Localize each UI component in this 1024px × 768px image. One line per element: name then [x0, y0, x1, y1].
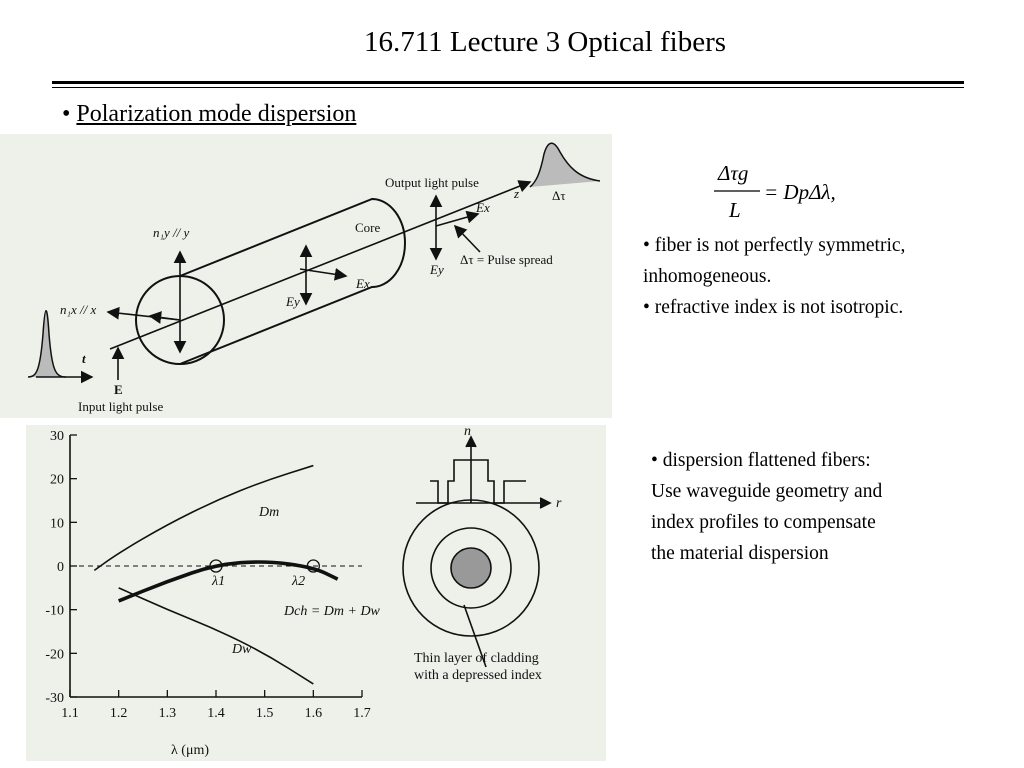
- pmd-formula: Δτg L = DpΔλ,: [712, 155, 882, 230]
- y-tick-label: 10: [50, 516, 64, 531]
- series-dm-curve: [93, 464, 314, 572]
- formula-numerator: Δτg: [717, 161, 748, 185]
- chart-series: [93, 464, 339, 685]
- pulse-spread-label: Δτ = Pulse spread: [460, 252, 553, 267]
- dff-bullet-line: index profiles to compensate: [651, 512, 876, 533]
- dtau-label: Δτ: [552, 188, 566, 203]
- dff-bullet-line: • dispersion flattened fibers:: [651, 450, 871, 471]
- pmd-fiber-svg: Output light pulse Core z Δτ Δτ = Pulse …: [27, 142, 601, 414]
- end-ey-label: Ey: [429, 262, 444, 277]
- core-disk: [450, 547, 492, 589]
- dch-label: Dch = Dm + Dw: [283, 604, 381, 619]
- lambda1-label: λ1: [211, 574, 225, 589]
- index-profile: [416, 435, 552, 509]
- heading-text: Polarization mode dispersion: [76, 101, 357, 127]
- n-axis-label: n: [464, 425, 471, 439]
- formula-denominator: L: [728, 198, 741, 222]
- formula-rhs: = DpΔλ,: [764, 180, 836, 204]
- chart-axes: 30 20 10 0 -10 -20 -301.1 1.2 1.3 1.4 1.5 1.6 1.7: [45, 429, 370, 721]
- x-tick-label: 1.5: [256, 706, 274, 721]
- z-label: z: [513, 186, 519, 201]
- index-profile-curve: [430, 459, 526, 504]
- n1y-label: n₁y // y: [153, 225, 190, 240]
- x-tick-label: 1.1: [61, 706, 79, 721]
- series-dch-curve: [117, 560, 339, 603]
- series-dw-curve: [118, 587, 314, 685]
- section-heading: • Polarization mode dispersion: [62, 101, 356, 128]
- slide-title: 16.711 Lecture 3 Optical fibers: [363, 26, 727, 58]
- dm-label: Dm: [258, 505, 279, 520]
- outer-cladding-ring: [402, 499, 540, 637]
- output-pulse-curve: [529, 142, 601, 188]
- dff-bullet-line: the material dispersion: [651, 543, 829, 564]
- n1x-label: n₁x // x: [60, 302, 97, 317]
- zero-crossing-marker: [209, 559, 223, 573]
- end-ex-arrow: [435, 210, 480, 227]
- dff-bullet-line: Use waveguide geometry and: [651, 481, 883, 502]
- fiber-body: [179, 197, 406, 365]
- fiber-cross-section: [402, 499, 540, 668]
- dispersion-chart-svg: 30 20 10 0 -10 -20 -301.1 1.2 1.3 1.4 1.5 1.6 1.7 Dm…: [45, 425, 562, 758]
- y-tick-label: 30: [50, 429, 64, 444]
- cladding-pointer: [463, 604, 487, 668]
- y-tick-label: -30: [45, 691, 64, 706]
- input-pulse-curve: [27, 310, 67, 378]
- y-tick-label: 0: [57, 560, 64, 575]
- dw-label: Dw: [231, 642, 252, 657]
- r-axis-head: [539, 497, 552, 509]
- title-rule-thin: [52, 87, 964, 88]
- face-x-arrow: [148, 311, 181, 324]
- pmd-bullet-line: • fiber is not perfectly symmetric,: [643, 235, 906, 256]
- cladding-caption-1: Thin layer of cladding: [414, 651, 539, 666]
- cladding-caption-2: with a depressed index: [414, 668, 542, 683]
- formula-svg: Δτg L = DpΔλ,: [714, 161, 836, 222]
- pulse-spread-leader: [453, 224, 481, 253]
- lambda2-label: λ2: [291, 574, 305, 589]
- input-pulse-label: Input light pulse: [78, 399, 163, 414]
- depressed-index-ring: [430, 527, 512, 609]
- y-tick-label: -20: [45, 647, 64, 662]
- x-tick-label: 1.3: [159, 706, 177, 721]
- r-axis-label: r: [556, 496, 562, 511]
- e-label: E: [114, 382, 123, 397]
- x-tick-label: 1.6: [305, 706, 323, 721]
- xlabel: λ (μm): [171, 743, 209, 758]
- pmd-bullet-line: • refractive index is not isotropic.: [643, 297, 904, 318]
- pmd-bullet-line: inhomogeneous.: [643, 266, 772, 287]
- x-tick-label: 1.4: [207, 706, 225, 721]
- end-ex-label: Ex: [475, 200, 490, 215]
- mid-ey-label: Ey: [285, 294, 300, 309]
- x-tick-label: 1.7: [353, 706, 371, 721]
- heading-bullet: •: [62, 101, 71, 127]
- y-tick-label: -10: [45, 604, 64, 619]
- output-pulse-label: Output light pulse: [385, 175, 479, 190]
- zero-crossing-marker: [306, 559, 320, 573]
- pmd-fiber-figure: Output light pulse Core z Δτ Δτ = Pulse …: [0, 134, 612, 418]
- core-label: Core: [355, 220, 381, 235]
- dff-bullets: • dispersion flattened fibers: Use waveg…: [651, 445, 1011, 569]
- mid-ex-arrow: [299, 267, 348, 281]
- n-axis-head: [465, 435, 477, 448]
- pmd-bullets: • fiber is not perfectly symmetric, inho…: [643, 230, 1023, 323]
- x-tick-label: 1.2: [110, 706, 128, 721]
- y-tick-label: 20: [50, 473, 64, 488]
- t-label: t: [82, 351, 86, 366]
- title-rule-thick: [52, 81, 964, 84]
- mid-ex-label: Ex: [355, 276, 370, 291]
